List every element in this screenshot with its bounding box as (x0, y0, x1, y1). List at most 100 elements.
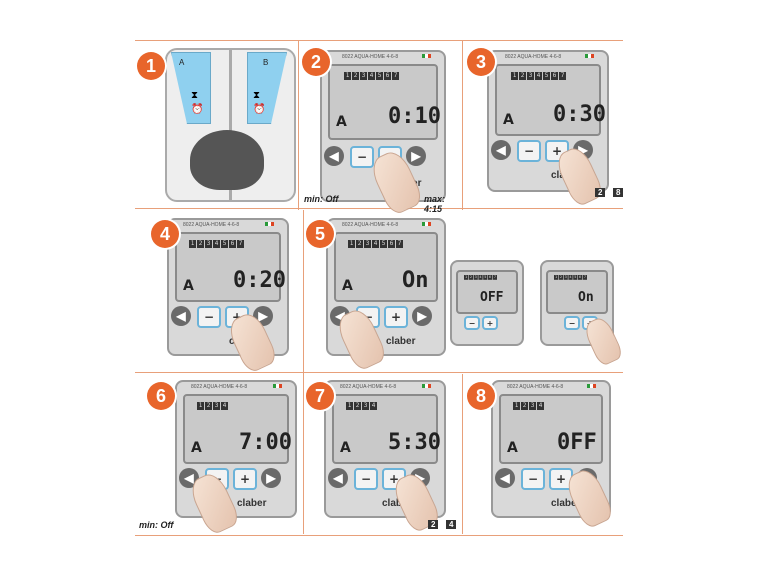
day-3: 3 (213, 402, 220, 410)
row-separator-top (135, 40, 623, 41)
time-display: 5:30 (388, 430, 441, 455)
program-letter: A (336, 114, 347, 130)
min-caption: min: Off (139, 520, 174, 530)
day-2: 2 (197, 240, 204, 248)
day-6: 6 (488, 275, 493, 280)
day-5: 5 (543, 72, 550, 80)
left-arrow-button[interactable]: ◀ (324, 146, 344, 166)
minus-button[interactable]: − (564, 316, 580, 330)
time-display: On (402, 268, 429, 293)
plus-button[interactable]: + (549, 468, 573, 490)
valve-b-label: B (263, 58, 269, 67)
day-3: 3 (527, 72, 534, 80)
page-ref: 8 (613, 188, 624, 197)
day-2: 2 (205, 402, 212, 410)
day-4: 4 (368, 72, 375, 80)
model-label: 8022 AQUA-HOME 4-6-8 (505, 54, 562, 60)
row-separator-bottom (135, 535, 623, 536)
minus-button[interactable]: − (354, 468, 378, 490)
day-5: 5 (221, 240, 228, 248)
step-1-panel: 1 A B ⧗ ⏰ ⧗ ⏰ (135, 40, 298, 208)
day-4: 4 (478, 275, 483, 280)
finger-icon (581, 314, 625, 368)
minus-button[interactable]: − (464, 316, 480, 330)
minus-button[interactable]: − (521, 468, 545, 490)
left-arrow-button[interactable]: ◀ (495, 468, 515, 488)
day-1: 1 (344, 72, 351, 80)
day-2: 2 (356, 240, 363, 248)
selector-dial[interactable] (190, 130, 264, 190)
day-3: 3 (364, 240, 371, 248)
hourglass-icon: ⧗ (191, 90, 199, 101)
minus-button[interactable]: − (517, 140, 541, 162)
day-1: 1 (464, 275, 469, 280)
day-4: 4 (568, 275, 573, 280)
day-1: 1 (348, 240, 355, 248)
day-3: 3 (473, 275, 478, 280)
step-number-badge: 8 (467, 382, 495, 410)
step-number-badge: 1 (137, 52, 165, 80)
max-caption: max: 4:15 (424, 194, 446, 214)
day-4: 4 (213, 240, 220, 248)
day-4: 4 (372, 240, 379, 248)
day-3: 3 (529, 402, 536, 410)
time-display: On (578, 290, 594, 305)
flag-icon (265, 222, 274, 226)
day-3: 3 (205, 240, 212, 248)
step-number-badge: 3 (467, 48, 495, 76)
right-arrow-button[interactable]: ▶ (412, 306, 432, 326)
minus-button[interactable]: − (350, 146, 374, 168)
day-5: 5 (573, 275, 578, 280)
time-display: 0:10 (388, 104, 441, 129)
brand-logo: claber (382, 498, 412, 509)
time-display: 7:00 (239, 430, 292, 455)
right-arrow-button[interactable]: ▶ (406, 146, 426, 166)
day-7: 7 (582, 275, 587, 280)
col-separator (303, 374, 304, 534)
flag-icon (422, 384, 431, 388)
day-6: 6 (388, 240, 395, 248)
day-6: 6 (384, 72, 391, 80)
left-arrow-button[interactable]: ◀ (171, 306, 191, 326)
flag-icon (273, 384, 282, 388)
flag-icon (422, 222, 431, 226)
day-5: 5 (376, 72, 383, 80)
day-4: 4 (370, 402, 377, 410)
left-arrow-button[interactable]: ◀ (491, 140, 511, 160)
program-letter: A (503, 112, 514, 128)
alarm-icon: ⏰ (253, 104, 266, 115)
plus-button[interactable]: + (482, 316, 498, 330)
plus-button[interactable]: + (233, 468, 257, 490)
page-ref: 2 (428, 520, 439, 529)
time-display: OFF (480, 290, 504, 305)
day-2: 2 (558, 275, 563, 280)
right-arrow-button[interactable]: ▶ (261, 468, 281, 488)
day-5: 5 (483, 275, 488, 280)
plus-button[interactable]: + (384, 306, 408, 328)
col-separator (462, 40, 463, 210)
left-arrow-button[interactable]: ◀ (328, 468, 348, 488)
page-ref: 2 (595, 188, 606, 197)
day-3: 3 (563, 275, 568, 280)
day-4: 4 (221, 402, 228, 410)
col-separator (298, 40, 299, 210)
minus-button[interactable]: − (197, 306, 221, 328)
